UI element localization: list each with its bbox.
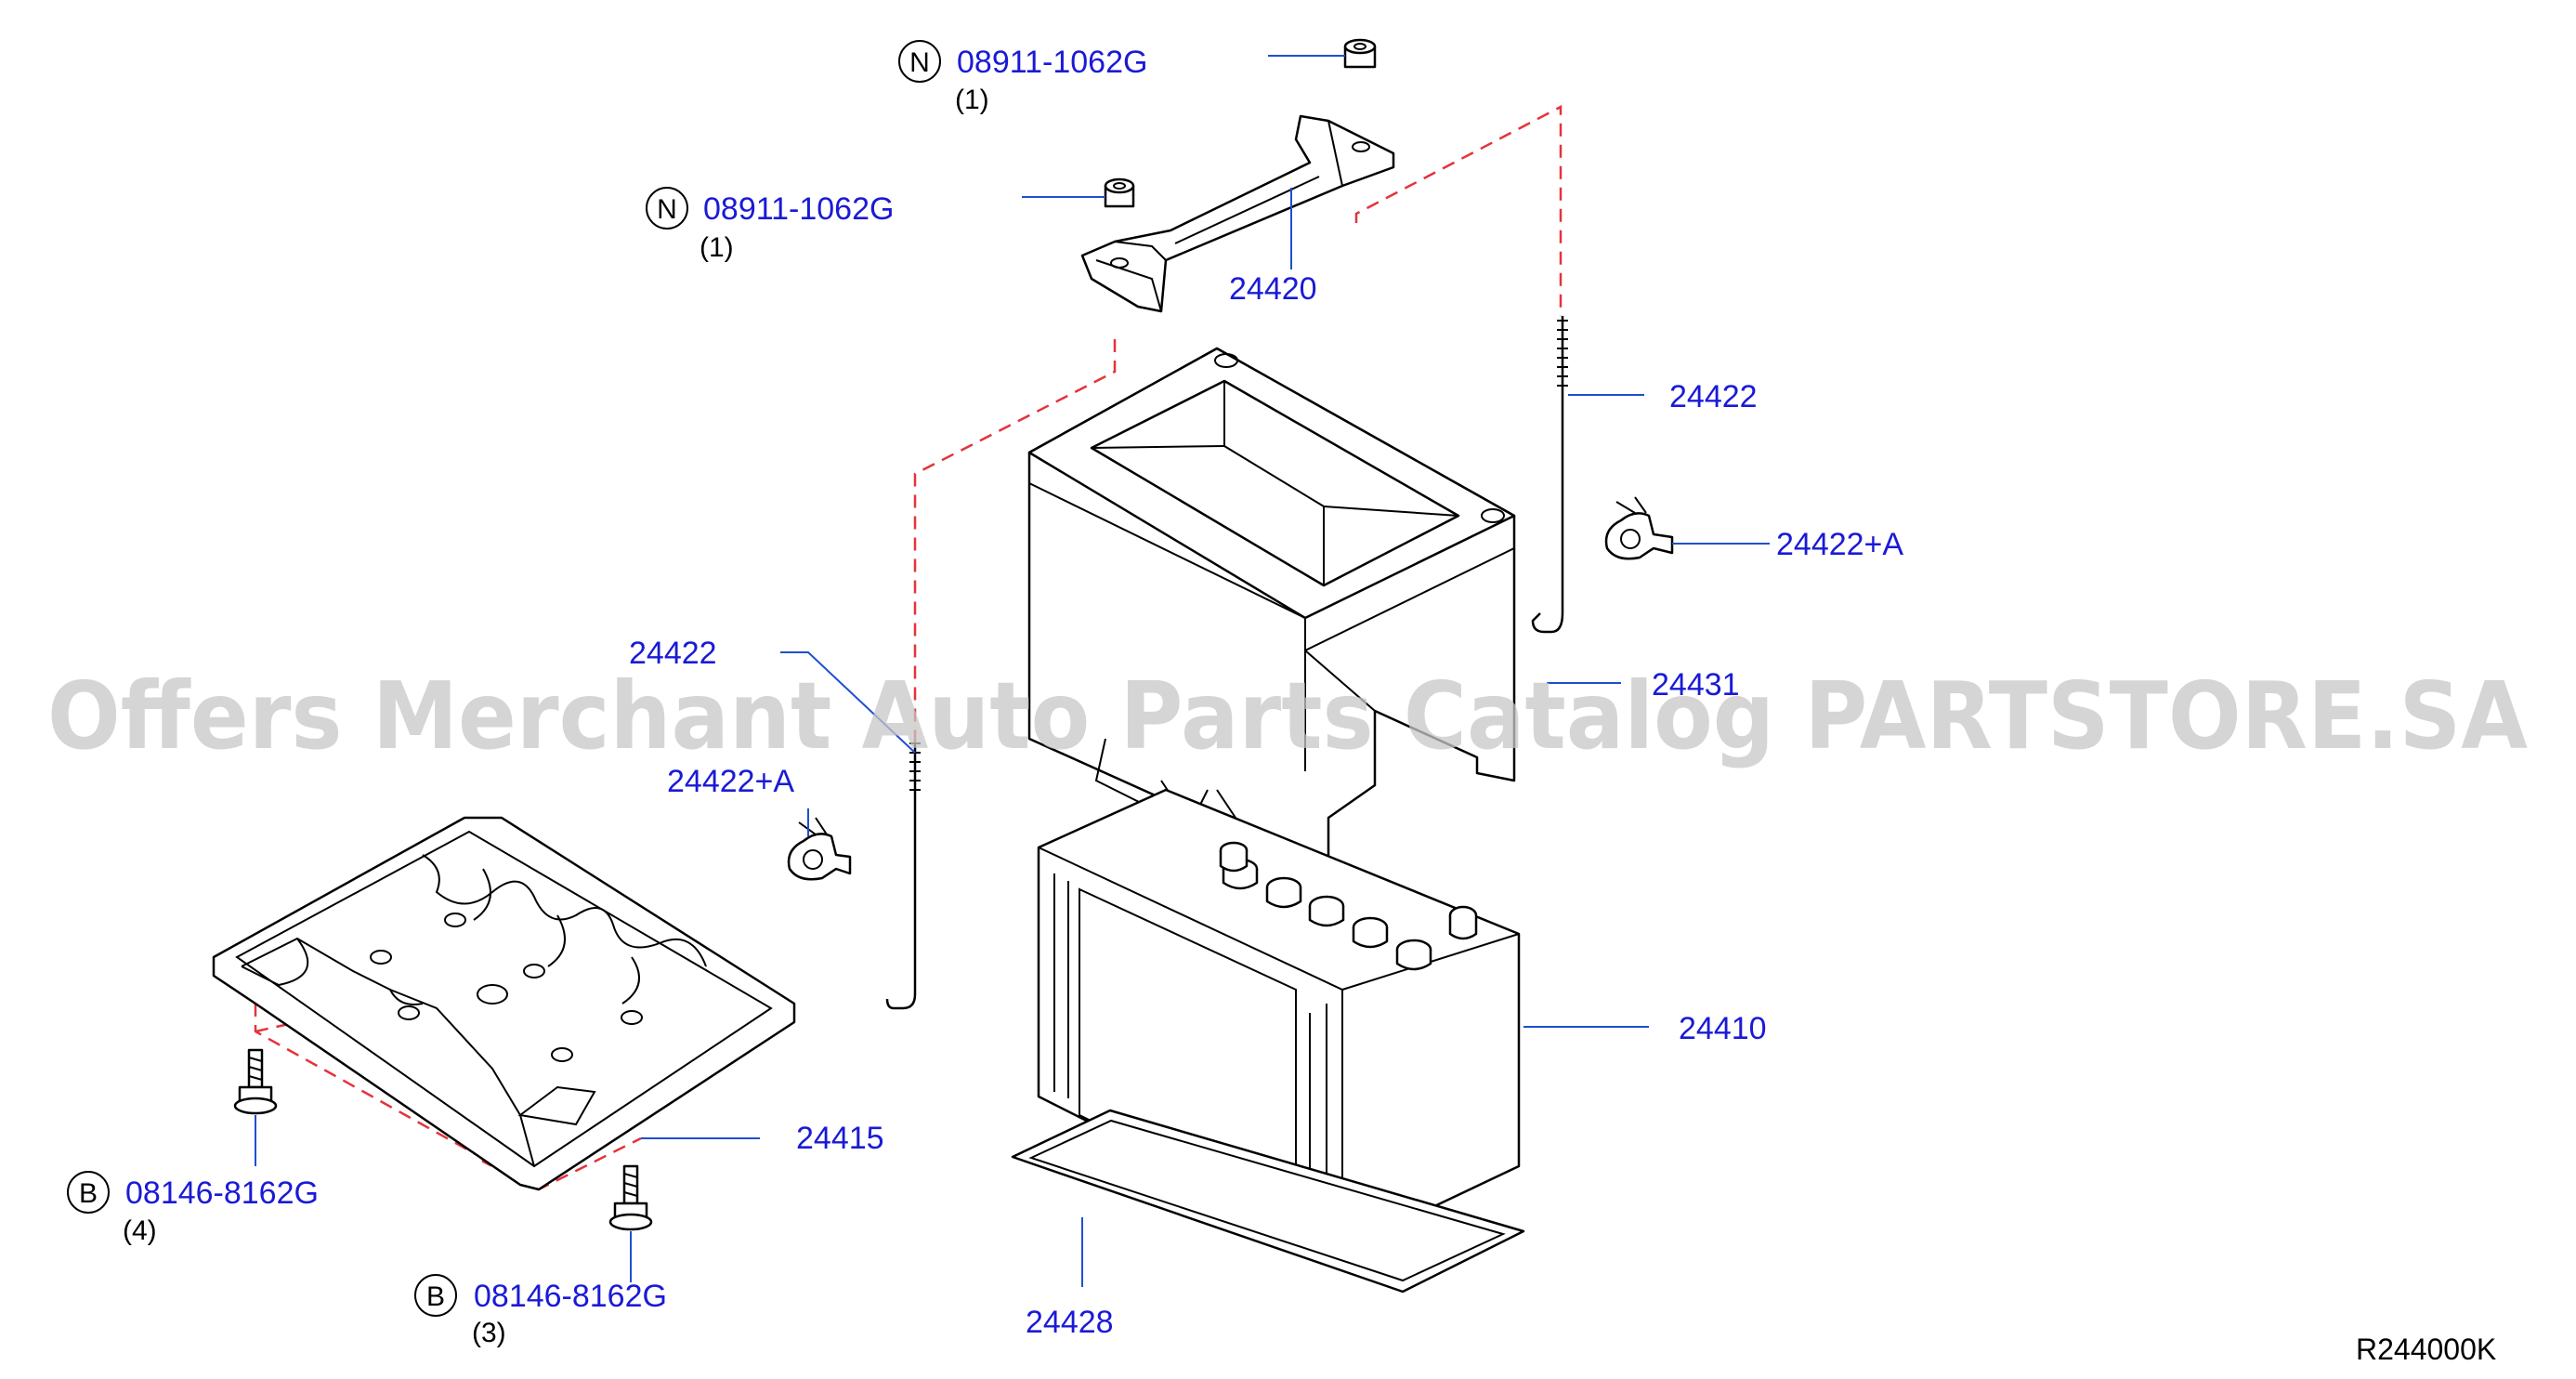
part-number-24431[interactable]: 24431 <box>1652 667 1740 703</box>
leader-lines <box>255 55 1770 1287</box>
diagram-code: R244000K <box>2356 1333 2496 1366</box>
part-number-24420[interactable]: 24420 <box>1229 271 1317 307</box>
quantity: (1) <box>700 232 734 263</box>
code-letter-circle <box>898 40 941 83</box>
hold-down-bracket[interactable] <box>1080 114 1395 313</box>
callout-nut-left[interactable]: N 08911-1062G (1) <box>646 187 894 263</box>
code-letter-circle <box>646 187 688 230</box>
battery-cover[interactable] <box>1027 347 1516 875</box>
callout-nut-top[interactable]: N 08911-1062G (1) <box>898 40 1147 115</box>
battery-terminal-caps <box>1219 841 1478 971</box>
guide-line-left <box>913 339 1117 743</box>
part-number-24422a-right[interactable]: 24422+A <box>1776 527 1903 562</box>
part-number-24422-right[interactable]: 24422 <box>1669 379 1758 414</box>
battery-insulator-sheet[interactable] <box>1011 1109 1525 1294</box>
code-letter: B <box>79 1178 98 1209</box>
part-number-labels: 24420 24422 24422+A 24422 24431 24422+A … <box>629 271 1903 1340</box>
part-number-24422a-left[interactable]: 24422+A <box>667 764 794 799</box>
part-number-24422-left[interactable]: 24422 <box>629 636 717 671</box>
code-letter: N <box>657 194 677 225</box>
callout-bolt-right[interactable]: B 08146-8162G (3) <box>414 1274 667 1348</box>
callout-bolt-left[interactable]: B 08146-8162G (4) <box>67 1171 319 1246</box>
watermark: Offers Merchant Auto Parts Catalog PARTS… <box>47 662 2528 770</box>
clip-icon-right[interactable] <box>1604 496 1674 560</box>
clip-icon-left[interactable] <box>787 817 852 881</box>
part-number-08146-8162G[interactable]: 08146-8162G <box>125 1175 319 1211</box>
code-letter: N <box>909 47 930 78</box>
battery-tray[interactable] <box>212 816 796 1191</box>
part-number-08911-1062G[interactable]: 08911-1062G <box>703 191 894 227</box>
nut-icon-left[interactable] <box>1104 177 1135 208</box>
code-letter-circle <box>414 1274 457 1317</box>
part-number-24415[interactable]: 24415 <box>796 1121 884 1156</box>
nut-icon-top[interactable] <box>1343 38 1377 69</box>
code-letter-circle <box>67 1171 110 1214</box>
quantity: (3) <box>472 1318 506 1348</box>
guide-line-right <box>1354 104 1563 316</box>
hook-rod-right[interactable] <box>1531 316 1568 634</box>
leader-24422-left <box>780 651 916 754</box>
part-number-24428[interactable]: 24428 <box>1026 1305 1114 1340</box>
hook-rod-left[interactable] <box>885 742 921 1010</box>
quantity: (1) <box>955 85 989 115</box>
part-number-08911-1062G[interactable]: 08911-1062G <box>957 45 1147 80</box>
code-letter: B <box>426 1281 445 1312</box>
part-number-08146-8162G[interactable]: 08146-8162G <box>474 1279 667 1314</box>
part-number-24410[interactable]: 24410 <box>1679 1011 1767 1046</box>
quantity: (4) <box>123 1215 157 1246</box>
bolt-icon-left[interactable] <box>233 1048 278 1115</box>
bolt-icon-right[interactable] <box>608 1164 653 1231</box>
